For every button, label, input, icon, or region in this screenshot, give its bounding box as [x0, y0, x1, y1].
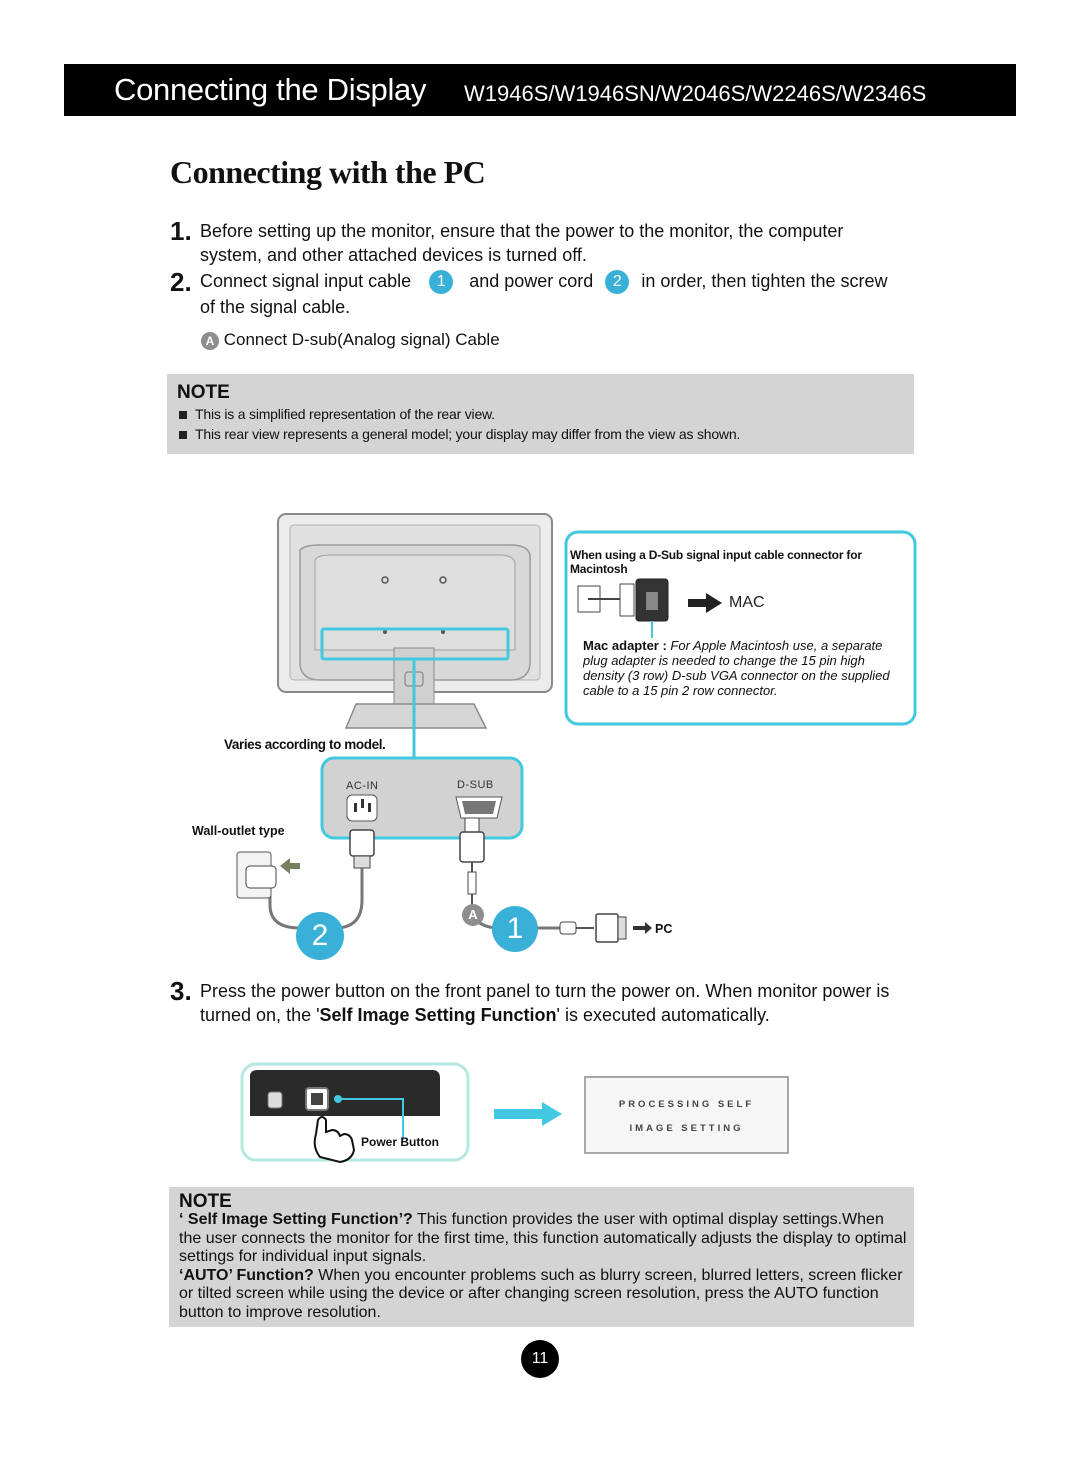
note-1-item: This is a simplified representation of t… — [179, 404, 495, 424]
callout-2: 2 — [296, 912, 344, 960]
mac-adapter-box — [564, 530, 917, 726]
mac-adapter-text: Mac adapter : For Apple Macintosh use, a… — [583, 638, 890, 698]
callout-a-marker: A — [201, 331, 219, 350]
header-title: Connecting the Display — [114, 72, 427, 107]
pc-label: PC — [655, 922, 673, 936]
header-bar: Connecting the Display W1946S/W1946SN/W2… — [64, 64, 1016, 116]
header-models: W1946S/W1946SN/W2046S/W2246S/W2346S — [464, 81, 927, 106]
page-number: 11 — [521, 1340, 559, 1378]
power-cable — [236, 829, 375, 930]
ac-in-label: AC-IN — [346, 780, 379, 792]
step-2-part-2: and power cord — [469, 271, 594, 291]
power-button-diagram — [240, 1062, 789, 1164]
note-2-body: ‘ Self Image Setting Function’? This fun… — [179, 1211, 907, 1321]
rear-ports-panel — [320, 756, 524, 840]
power-button-label: Power Button — [361, 1135, 439, 1149]
note-1-item: This rear view represents a general mode… — [179, 424, 740, 444]
osd-line-1: PROCESSING SELF — [618, 1099, 755, 1110]
section-title: Connecting with the PC — [170, 154, 486, 190]
callout-1: 1 — [492, 906, 538, 952]
sub-item-a: A Connect D-sub(Analog signal) Cable — [201, 328, 500, 352]
mac-box-title: When using a D-Sub signal input cable co… — [570, 548, 862, 576]
step-2-part-1: Connect signal input cable — [200, 271, 412, 291]
connection-diagram — [236, 513, 917, 943]
mac-label: MAC — [729, 594, 765, 611]
callout-1-marker: 1 — [429, 270, 454, 295]
note-box-1: NOTE This is a simplified representation… — [167, 374, 914, 454]
wall-outlet-label: Wall-outlet type — [192, 824, 285, 838]
step-1-number: 1. — [170, 216, 192, 246]
callout-2-marker: 2 — [605, 270, 630, 295]
varies-label: Varies according to model. — [224, 737, 386, 752]
note-1-label: NOTE — [177, 382, 230, 403]
step-2-line-1: Connect signal input cable 1 and power c… — [200, 269, 920, 295]
osd-line-2: IMAGE SETTING — [629, 1123, 744, 1134]
sub-item-a-text: Connect D-sub(Analog signal) Cable — [223, 330, 500, 349]
note-box-2: NOTE ‘ Self Image Setting Function’? Thi… — [169, 1187, 914, 1327]
monitor-rear-illustration — [277, 513, 553, 729]
callout-a: A — [462, 904, 484, 926]
step-1-text: Before setting up the monitor, ensure th… — [200, 221, 844, 265]
step-2-part-3: in order, then tighten the screw — [641, 271, 888, 291]
step-3-number: 3. — [170, 976, 192, 1006]
dsub-label: D-SUB — [457, 779, 494, 791]
step-2-number: 2. — [170, 267, 192, 297]
step-2-line-2: of the signal cable. — [200, 297, 351, 317]
note-2-label: NOTE — [179, 1191, 232, 1212]
step-3-text: Press the power button on the front pane… — [200, 981, 890, 1025]
